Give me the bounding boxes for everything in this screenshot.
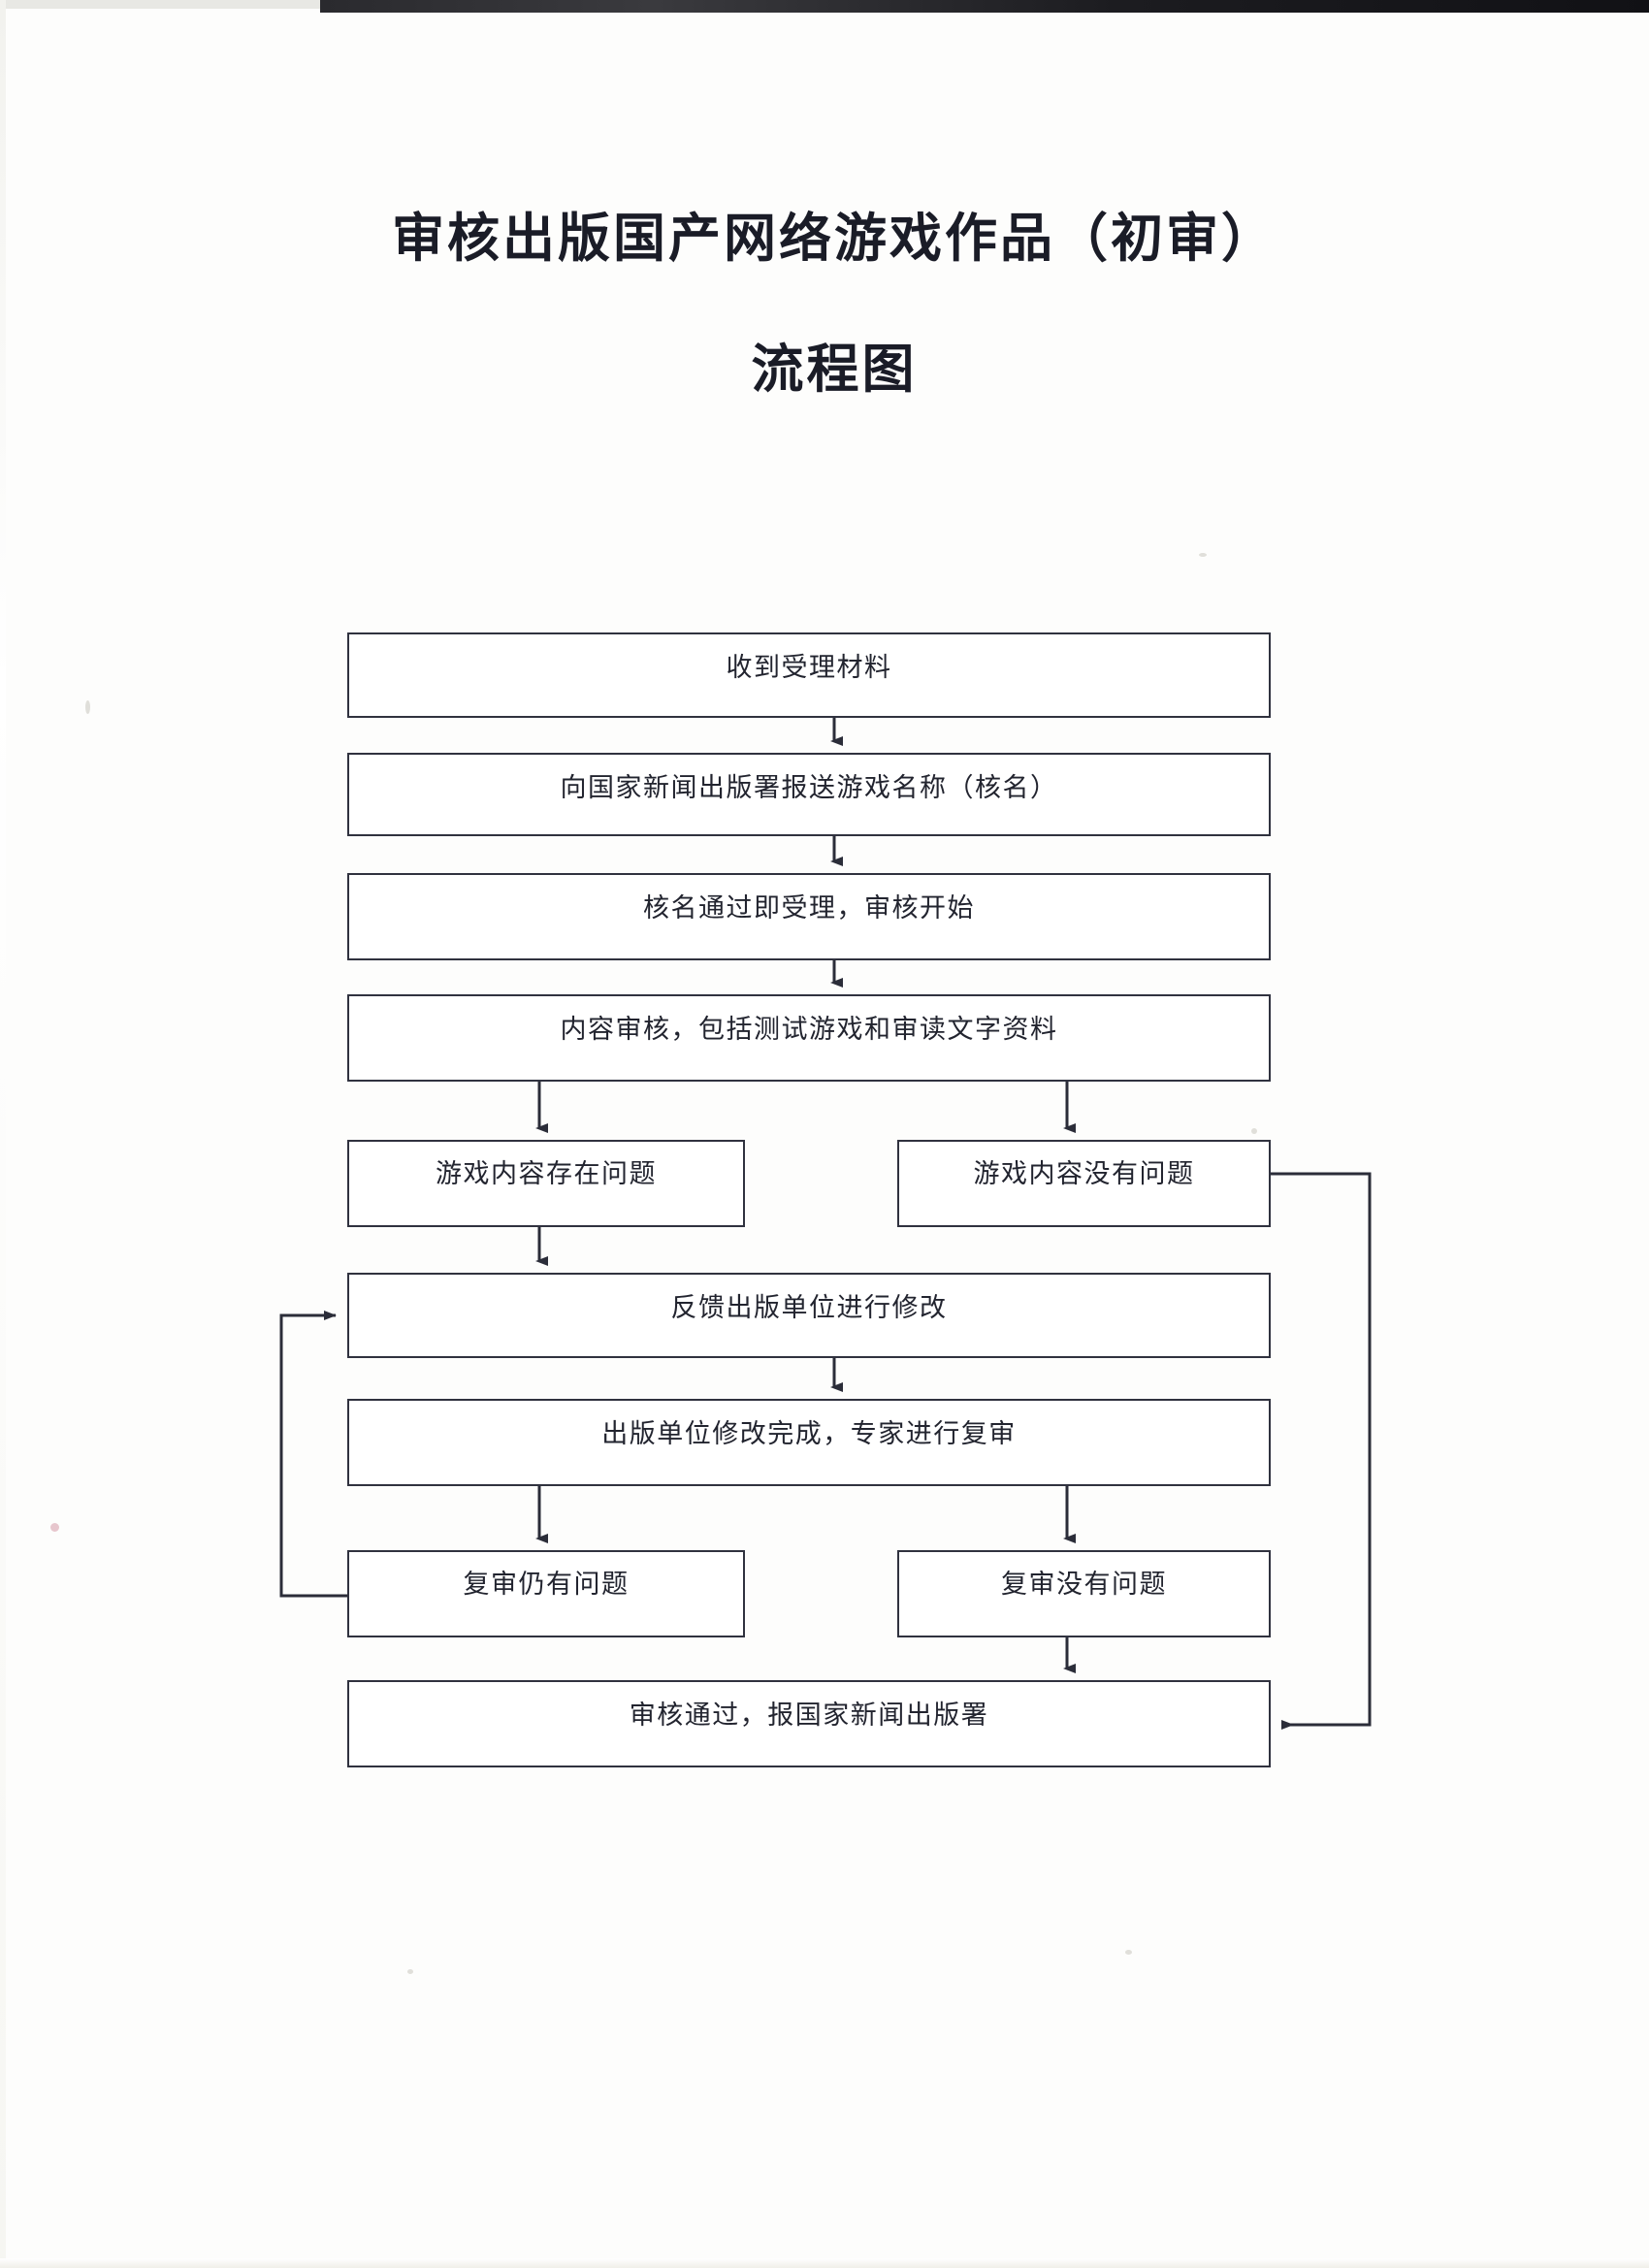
scan-speck bbox=[50, 1523, 59, 1532]
flow-node-label: 反馈出版单位进行修改 bbox=[670, 1293, 948, 1323]
page-title-line-2: 流程图 bbox=[751, 338, 918, 400]
flow-node-content-no-problems[interactable]: 游戏内容没有问题 bbox=[897, 1140, 1271, 1227]
flow-node-label: 收到受理材料 bbox=[726, 653, 892, 683]
scan-bottom-edge-artifact bbox=[0, 2258, 1649, 2268]
flow-node-rereview-no-problems[interactable]: 复审没有问题 bbox=[897, 1550, 1271, 1637]
flow-node-label: 游戏内容存在问题 bbox=[436, 1159, 657, 1189]
flow-node-name-approved-review-starts[interactable]: 核名通过即受理，审核开始 bbox=[347, 873, 1271, 960]
flow-node-label: 复审没有问题 bbox=[1001, 1570, 1167, 1600]
flow-node-label: 审核通过，报国家新闻出版署 bbox=[629, 1701, 989, 1731]
flow-node-rereview-still-has-problems[interactable]: 复审仍有问题 bbox=[347, 1550, 745, 1637]
page-title-line-1: 审核出版国产网络游戏作品（初审） bbox=[392, 207, 1277, 269]
scan-speck bbox=[1125, 1950, 1132, 1955]
scan-left-edge-artifact bbox=[0, 0, 6, 2268]
flow-node-label: 向国家新闻出版署报送游戏名称（核名） bbox=[560, 773, 1058, 803]
flow-node-label: 游戏内容没有问题 bbox=[973, 1159, 1195, 1189]
flow-node-content-has-problems[interactable]: 游戏内容存在问题 bbox=[347, 1140, 745, 1227]
flow-node-label: 内容审核，包括测试游戏和审读文字资料 bbox=[560, 1015, 1058, 1045]
flow-node-submit-game-name[interactable]: 向国家新闻出版署报送游戏名称（核名） bbox=[347, 753, 1271, 836]
scan-speck bbox=[407, 1969, 413, 1974]
flow-node-label: 复审仍有问题 bbox=[463, 1570, 630, 1600]
flow-node-label: 出版单位修改完成，专家进行复审 bbox=[601, 1419, 1017, 1449]
flow-node-receive-materials[interactable]: 收到受理材料 bbox=[347, 632, 1271, 718]
flow-node-feedback-to-publisher[interactable]: 反馈出版单位进行修改 bbox=[347, 1273, 1271, 1358]
flow-node-label: 核名通过即受理，审核开始 bbox=[643, 893, 975, 923]
flow-node-approved-report-to-nppa[interactable]: 审核通过，报国家新闻出版署 bbox=[347, 1680, 1271, 1767]
flow-node-content-review[interactable]: 内容审核，包括测试游戏和审读文字资料 bbox=[347, 994, 1271, 1082]
scan-speck bbox=[1251, 1128, 1257, 1134]
flow-node-publisher-revised-expert-rereview[interactable]: 出版单位修改完成，专家进行复审 bbox=[347, 1399, 1271, 1486]
scan-edge-artifact bbox=[0, 0, 322, 9]
scan-dark-band-artifact bbox=[320, 0, 1649, 13]
scan-speck bbox=[1199, 553, 1207, 557]
scan-speck bbox=[85, 700, 90, 714]
